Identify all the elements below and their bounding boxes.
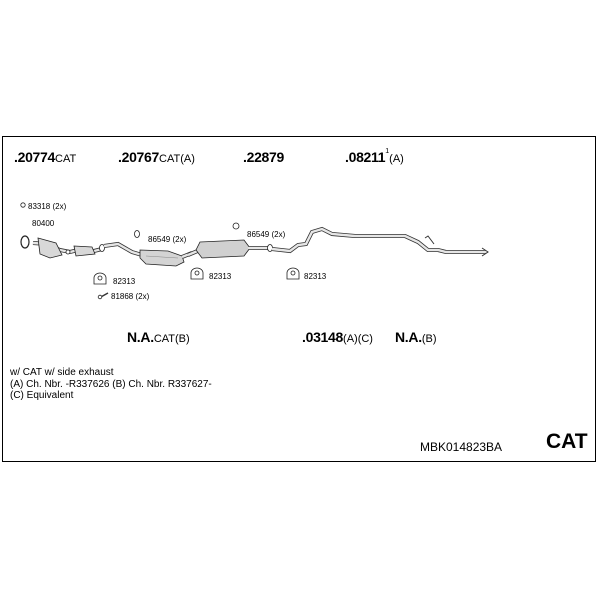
front-pipe-catalyst-icon [32, 237, 103, 259]
label-82313-c: 82313 [304, 272, 327, 281]
part-label-03148: .03148(A)(C) [302, 329, 373, 345]
kit-code: MBK014823BA [420, 440, 503, 454]
note-line-2: (A) Ch. Nbr. -R337626 (B) Ch. Nbr. R3376… [10, 378, 212, 390]
rear-pipe-icon [271, 226, 489, 257]
mounting-rubber-82313-a-icon [93, 272, 107, 285]
part-label-na-b: N.A.(B) [395, 329, 437, 345]
part-label-20774: .20774CAT [14, 149, 77, 165]
gasket-83318-icon [20, 202, 26, 208]
label-82313-a: 82313 [113, 277, 136, 286]
diagram-frame [2, 136, 596, 462]
middle-silencer-icon [187, 222, 268, 259]
catalytic-converter-icon [103, 241, 193, 267]
note-line-1: w/ CAT w/ side exhaust [10, 367, 114, 378]
note-line-3: (C) Equivalent [10, 390, 74, 401]
label-81868: 81868 (2x) [111, 292, 150, 301]
label-80400: 80400 [32, 219, 55, 228]
part-label-20767: .20767CAT(A) [118, 149, 195, 165]
clamp-86549-a-icon [99, 230, 140, 252]
gasket-80400-icon [20, 235, 30, 249]
label-86549-a: 86549 (2x) [148, 235, 187, 244]
bolt-81868-icon [97, 292, 109, 300]
label-83318: 83318 (2x) [28, 202, 67, 211]
part-label-na-catb: N.A.CAT(B) [127, 329, 190, 345]
notes-block: w/ CAT w/ side exhaust (A) Ch. Nbr. -R33… [10, 367, 212, 402]
mounting-rubber-82313-c-icon [286, 267, 300, 280]
part-label-08211: .082111(A) [345, 148, 404, 165]
label-82313-b: 82313 [209, 272, 232, 281]
part-label-22879: .22879 [243, 149, 285, 165]
label-86549-b: 86549 (2x) [247, 230, 286, 239]
mounting-rubber-82313-b-icon [190, 267, 204, 280]
clamp-86549-b-icon [267, 244, 273, 252]
kit-type: CAT [546, 430, 588, 453]
